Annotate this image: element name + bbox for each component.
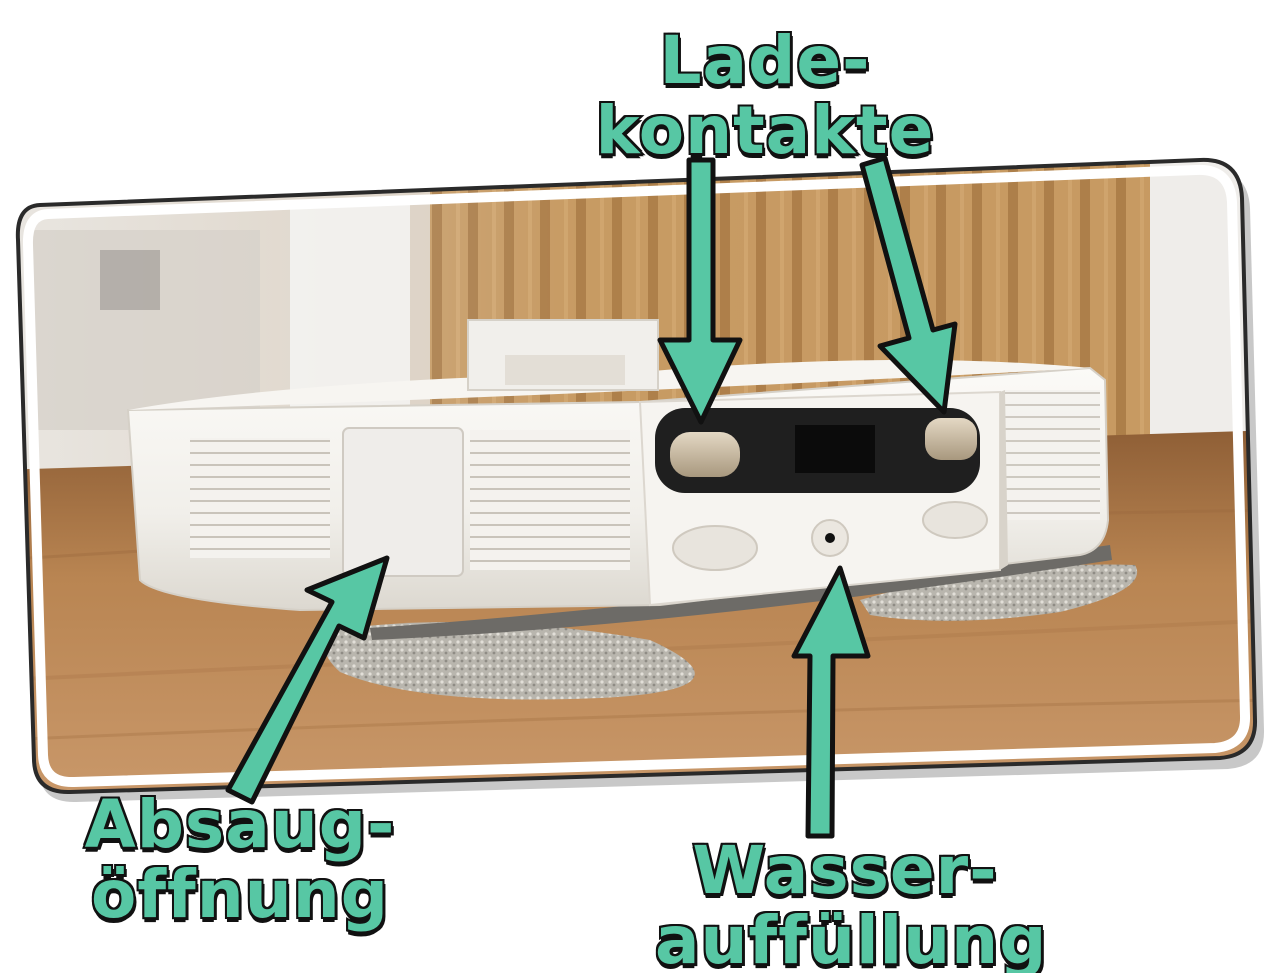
label-water-refill-line1: Wasser- (690, 832, 998, 909)
label-charging-contacts-line2: kontakte (594, 92, 936, 169)
label-suction-opening: Absaug- öffnung (70, 786, 410, 933)
arrow-charging-contact-right (859, 155, 958, 415)
label-water-refill: Wasser- auffüllung (653, 832, 1048, 973)
label-charging-contacts-line1: Lade- (658, 22, 872, 99)
label-suction-opening-line2: öffnung (89, 856, 390, 933)
arrow-suction-opening (225, 555, 390, 805)
label-charging-contacts: Lade- kontakte (590, 22, 940, 169)
label-suction-opening-line1: Absaug- (83, 786, 397, 863)
arrow-charging-contact-left (657, 157, 743, 425)
arrow-water-refill (791, 565, 871, 839)
label-water-refill-line2: auffüllung (653, 902, 1048, 973)
